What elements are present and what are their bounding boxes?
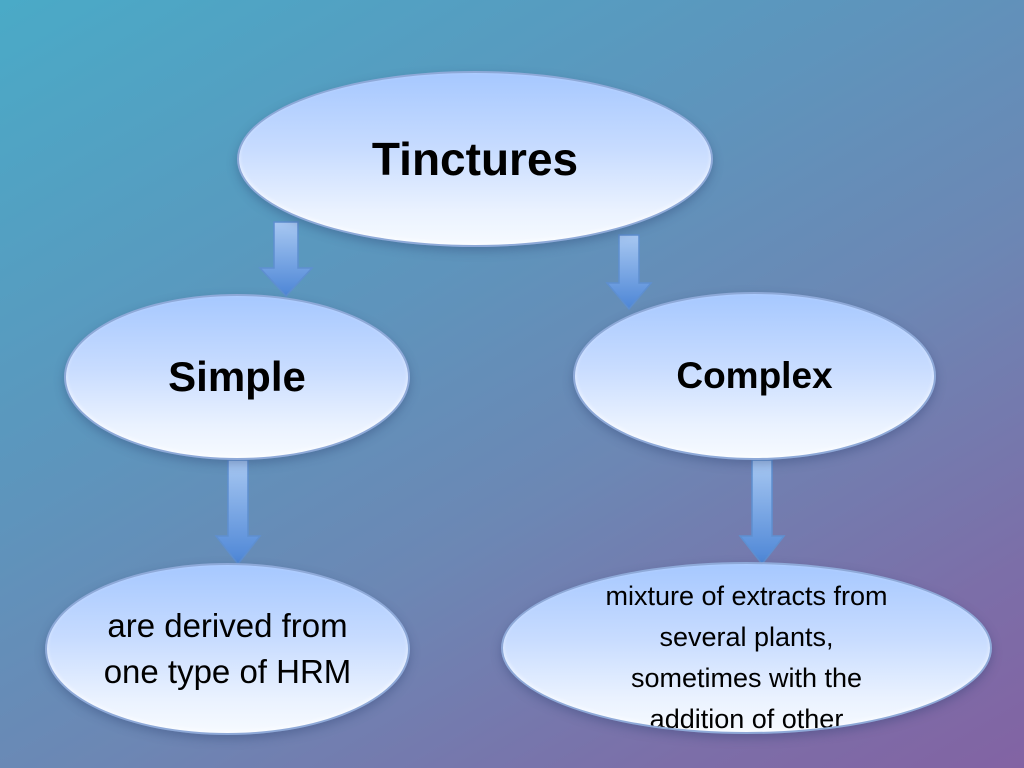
node-complex-label: Complex xyxy=(676,355,833,396)
node-complex: Complex xyxy=(573,292,936,460)
node-tinctures-label: Tinctures xyxy=(371,133,579,185)
node-tinctures: Tinctures xyxy=(237,71,713,247)
arrow-root-to-simple xyxy=(258,221,314,298)
arrow-simple-to-description xyxy=(214,459,262,566)
node-simple-description: are derived from one type of HRM xyxy=(45,563,410,735)
arrow-root-to-complex xyxy=(605,234,653,311)
complex-description-text: mixture of extracts from several plants,… xyxy=(605,581,888,734)
arrow-complex-to-description xyxy=(738,459,786,566)
node-complex-description: mixture of extracts from several plants,… xyxy=(501,562,992,734)
node-simple: Simple xyxy=(64,294,410,460)
simple-description-text: are derived from one type of HRM xyxy=(103,607,352,690)
node-simple-label: Simple xyxy=(168,353,306,400)
